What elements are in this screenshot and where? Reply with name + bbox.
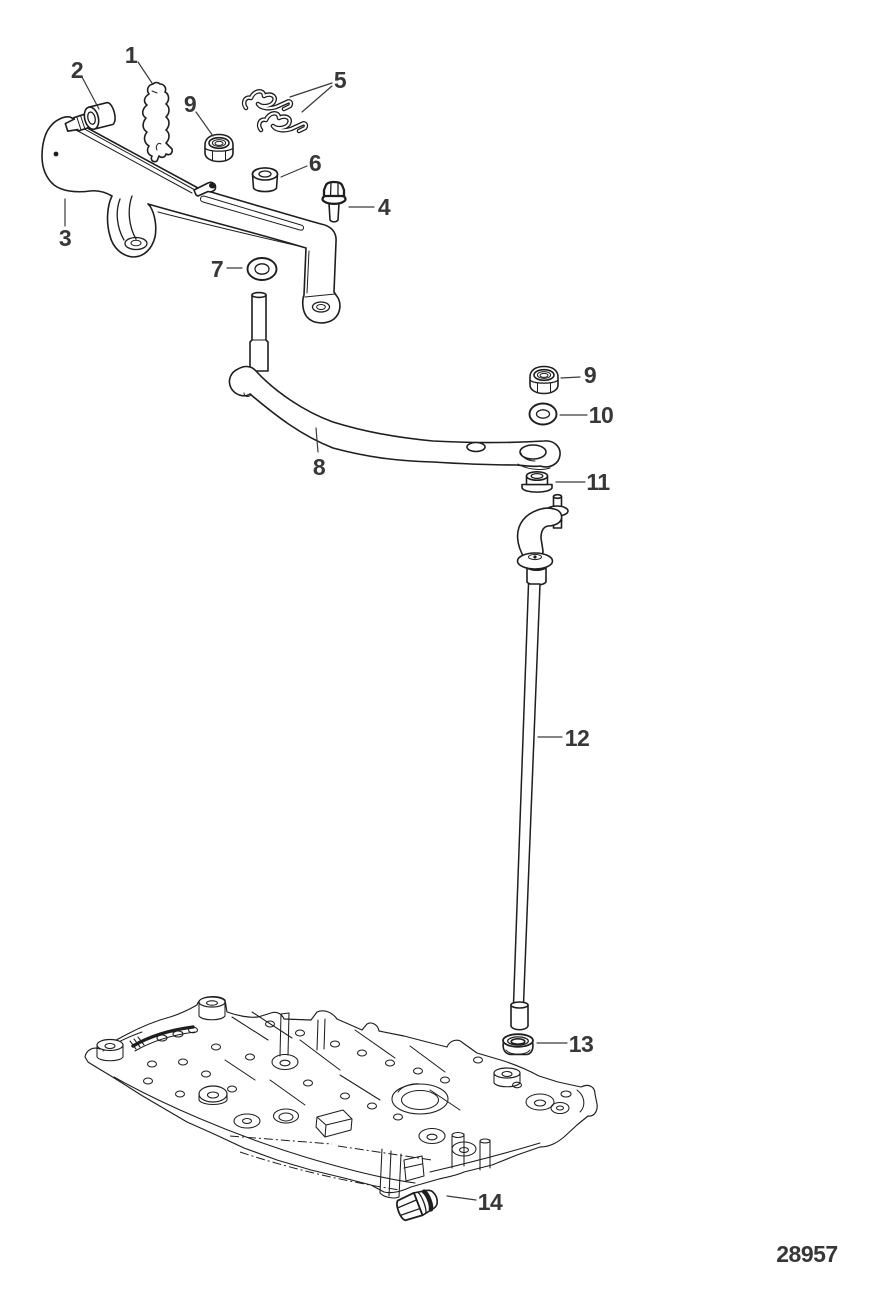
part-2-bushing-drawing	[83, 101, 116, 131]
part-8-arm-drawing	[228, 291, 561, 470]
callout-9-mid: 9	[584, 362, 596, 388]
leader-line-9-mid	[560, 376, 581, 379]
leader-line-6	[280, 165, 308, 178]
callout-7: 7	[211, 256, 223, 282]
callout-9-top: 9	[184, 91, 196, 117]
plate-bolt-holes	[142, 1020, 484, 1121]
callout-5: 5	[334, 67, 347, 93]
leader-line-5a	[289, 82, 333, 98]
part-1-cam-plate-drawing	[141, 81, 173, 163]
leader-line-14	[446, 1195, 477, 1201]
callout-11: 11	[586, 469, 610, 495]
leader-lines	[64, 61, 588, 1201]
part-13-seal-drawing	[502, 1033, 534, 1056]
drawing-number: 28957	[776, 1241, 837, 1267]
part-9-locknut-middle-drawing	[529, 365, 559, 395]
callout-1: 1	[125, 42, 138, 68]
callout-8: 8	[313, 454, 326, 480]
part-4-bolt-drawing	[321, 180, 347, 223]
callout-6: 6	[309, 150, 321, 176]
callout-14: 14	[478, 1189, 503, 1215]
leader-line-9-top	[195, 111, 214, 137]
callout-4: 4	[378, 194, 391, 220]
part-3-bracket-drawing	[41, 113, 341, 324]
leader-line-5b	[301, 85, 333, 113]
leader-line-2	[81, 76, 100, 110]
part-10-washer-drawing	[528, 402, 558, 426]
callout-13: 13	[569, 1031, 594, 1057]
callout-3: 3	[59, 225, 71, 251]
part-9-locknut-top-drawing	[204, 133, 234, 163]
gearcase-plate-drawing	[84, 996, 598, 1199]
callout-10: 10	[589, 402, 614, 428]
leader-line-1	[137, 61, 153, 84]
bracket-stub-pin	[64, 113, 90, 133]
part-6-bushing-drawing	[251, 167, 279, 193]
part-7-washer-drawing	[246, 257, 278, 281]
callout-2: 2	[71, 57, 83, 83]
callout-labels: 1 2 9 5 6 4 3 7 8 9 10 11 12 13 14	[59, 42, 614, 1215]
part-12-shift-shaft-drawing	[510, 493, 569, 1031]
bracket-bar-pin	[193, 181, 217, 197]
part-14-plug-drawing	[396, 1189, 439, 1222]
leader-line-8	[315, 427, 319, 453]
callout-12: 12	[565, 725, 590, 751]
part-11-bushing-drawing	[521, 470, 553, 493]
